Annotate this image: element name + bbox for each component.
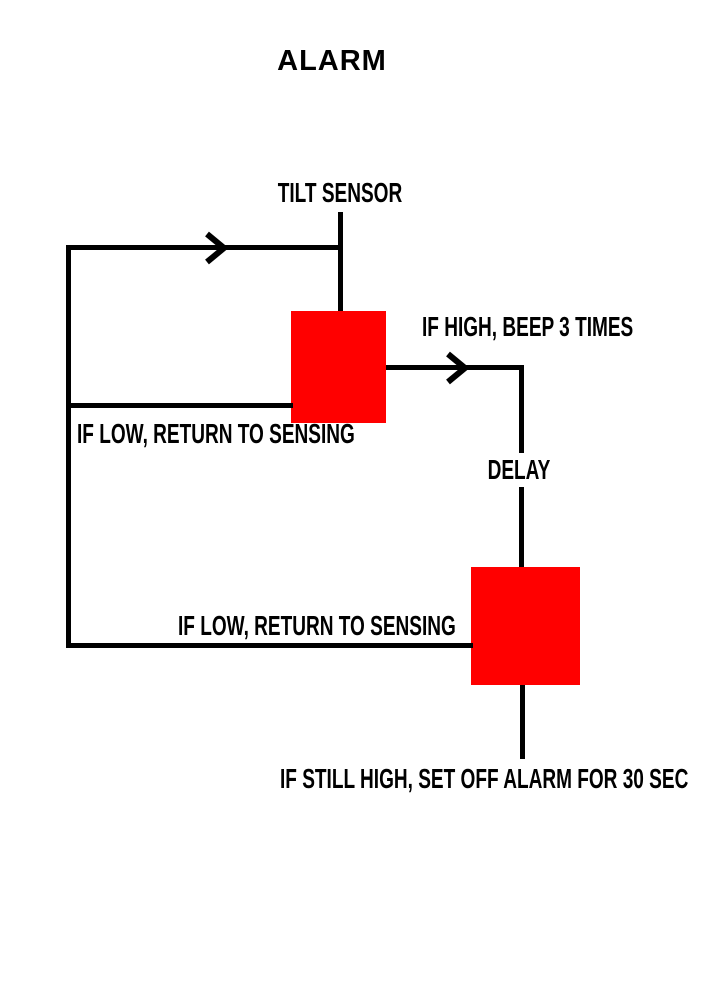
connector-loop-top bbox=[66, 245, 343, 250]
connector-if-low-1 bbox=[66, 403, 293, 408]
label-if-low-return-1: IF LOW, RETURN TO SENSING bbox=[77, 418, 355, 449]
label-if-high: IF HIGH, BEEP 3 TIMES bbox=[422, 311, 634, 342]
arrow-right-icon bbox=[205, 231, 229, 265]
sense-decision-box bbox=[291, 311, 386, 423]
connector-if-low-2 bbox=[66, 643, 473, 648]
connector-delay-upper bbox=[519, 365, 524, 453]
connector-loop-left bbox=[66, 245, 71, 648]
label-if-low-return-2: IF LOW, RETURN TO SENSING bbox=[178, 610, 456, 641]
diagram-title: ALARM bbox=[277, 45, 387, 77]
label-if-still-high: IF STILL HIGH, SET OFF ALARM FOR 30 SEC bbox=[280, 763, 689, 794]
label-delay: DELAY bbox=[487, 454, 551, 485]
connector-beep bbox=[386, 365, 524, 370]
recheck-decision-box bbox=[471, 567, 580, 685]
connector-delay-lower bbox=[519, 487, 524, 567]
connector-alarm-stem bbox=[520, 685, 525, 759]
connector-tilt-stem bbox=[338, 212, 343, 311]
arrow-right-icon bbox=[446, 351, 470, 385]
label-tilt-sensor: TILT SENSOR bbox=[277, 177, 403, 208]
